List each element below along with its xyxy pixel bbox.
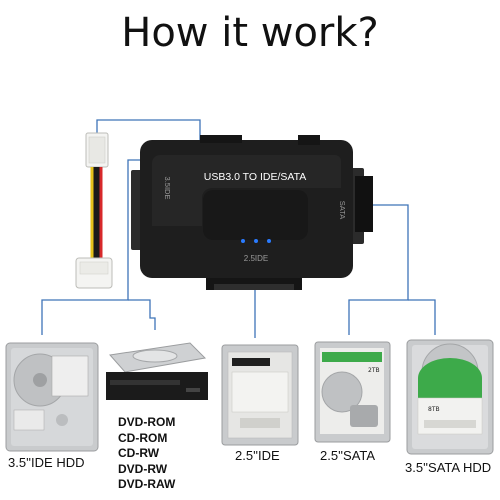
label-25-ide: 2.5''IDE	[235, 448, 280, 463]
media-type-list: DVD-ROM CD-ROM CD-RW DVD-RW DVD-RAW	[118, 415, 175, 493]
media-type-item: DVD-RW	[118, 461, 168, 476]
port-label-sata: SATA	[338, 201, 347, 219]
label-35-sata-hdd: 3.5''SATA HDD	[405, 460, 492, 475]
dvd-drive-image	[106, 342, 208, 400]
media-type-item: DVD-RAW	[118, 477, 176, 491]
line-ide35-branch	[128, 299, 156, 330]
hdd-25-sata-image: 2TB	[314, 341, 391, 443]
power-cable	[75, 132, 113, 289]
hdd-25-ide-image	[221, 344, 299, 446]
port-label-35ide: 3.5IDE	[163, 177, 172, 200]
port-label-25ide: 2.5IDE	[244, 254, 268, 263]
label-25-sata: 2.5''SATA	[320, 448, 376, 463]
line-sata-branch	[408, 299, 436, 335]
hdd-35-ide-image	[5, 342, 99, 452]
label-35-ide-hdd: 3.5''IDE HDD	[8, 455, 85, 470]
hdd-35-sata-image: 8TB	[406, 339, 494, 455]
adapter-label: USB3.0 TO IDE/SATA	[204, 171, 307, 183]
ssd-capacity-text: 2TB	[368, 367, 380, 374]
media-type-item: CD-RW	[118, 446, 160, 460]
hdd-capacity-text: 8TB	[428, 406, 440, 413]
page-title: How it work?	[121, 10, 379, 56]
usb-adapter	[131, 135, 373, 290]
media-type-item: CD-ROM	[118, 430, 168, 445]
media-type-item: DVD-ROM	[118, 415, 176, 429]
